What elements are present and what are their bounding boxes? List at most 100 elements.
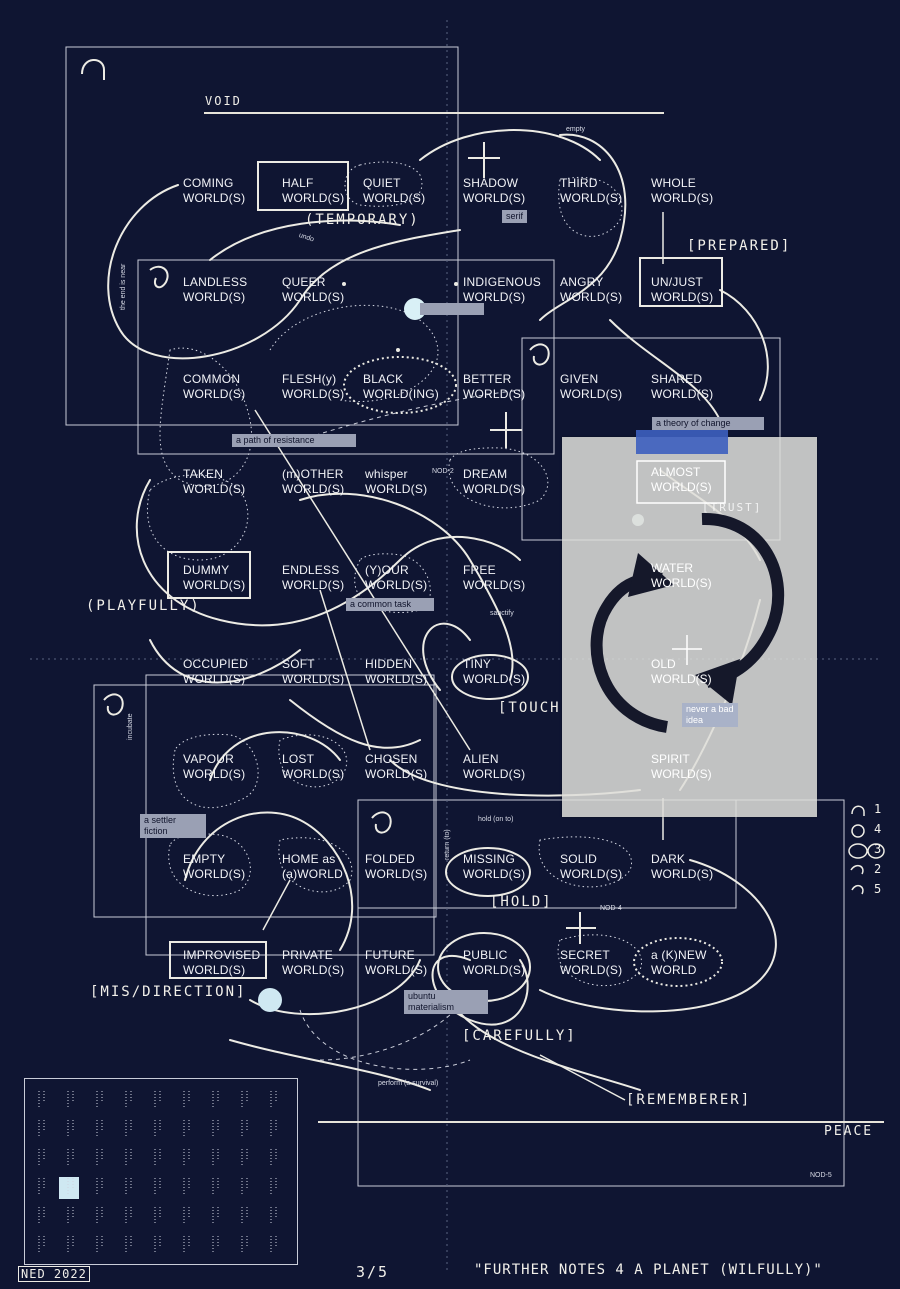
world-line2: WORLD(S)	[282, 578, 345, 592]
world-line1: OLD	[651, 657, 676, 671]
world-line1: HIDDEN	[365, 657, 413, 671]
world-line1: TINY	[463, 657, 492, 671]
world-line1: WATER	[651, 561, 693, 575]
world-line2: WORLD(S)	[282, 963, 345, 977]
world-line2: WORLD(S)	[560, 963, 623, 977]
world-line1: ANGRY	[560, 275, 604, 289]
world-line2: (a)WORLD	[282, 867, 343, 881]
world-line1: SHADOW	[463, 176, 519, 190]
world-line2: WORLD(S)	[651, 767, 712, 781]
world-line2: WORLD(S)	[282, 482, 345, 496]
note-incubate: incubate	[127, 713, 134, 740]
world-line2: WORLD(S)	[560, 290, 623, 304]
world-line1: CHOSEN	[365, 752, 418, 766]
world-line1: SPIRIT	[651, 752, 690, 766]
hand-playfully: (PLAYFULLY)	[86, 598, 201, 614]
world-line1: FREE	[463, 563, 496, 577]
world-line2: WORLD(S)	[282, 387, 345, 401]
world-line1: FUTURE	[365, 948, 415, 962]
world-line1: EMPTY	[183, 852, 226, 866]
signature: NED 2022	[18, 1266, 90, 1282]
planet-dot-2	[258, 988, 282, 1012]
world-line2: WORLD(S)	[365, 578, 428, 592]
note-nod2: NOD-2	[432, 468, 454, 475]
world-line2: WORLD(S)	[365, 767, 428, 781]
world-line1: THIRD	[560, 176, 598, 190]
world-line1: COMING	[183, 176, 234, 190]
world-line1: SECRET	[560, 948, 610, 962]
note-nod4: NOD-4	[600, 905, 622, 912]
artwork-title: "FURTHER NOTES 4 A PLANET (WILFULLY)"	[474, 1262, 823, 1278]
legend-number: 2	[874, 862, 884, 876]
world-line2: WORLD(S)	[463, 482, 526, 496]
world-line1: whisper	[365, 467, 408, 481]
world-line2: WORLD(S)	[183, 867, 246, 881]
note-nod5: NOD-5	[810, 1172, 832, 1179]
hand-trust: [TRUST]	[702, 501, 763, 514]
cycle-arrows-icon	[590, 460, 785, 733]
legend-icons	[848, 805, 885, 895]
world-line2: WORLD(S)	[282, 672, 345, 686]
world-line2: WORLD(S)	[183, 387, 246, 401]
world-line2: WORLD(S)	[651, 672, 712, 686]
world-line1: (Y)OUR	[365, 563, 409, 577]
world-line1: SOFT	[282, 657, 315, 671]
tag-never: never a bad idea	[682, 703, 738, 727]
world-line1: TAKEN	[183, 467, 224, 481]
hand-carefully: [CAREFULLY]	[462, 1028, 577, 1044]
world-label-flesh: FLESH(y)WORLD(S)	[282, 372, 344, 402]
world-line2: WORLD(S)	[560, 387, 623, 401]
world-line2: WORLD(S)	[363, 191, 426, 205]
world-line1: DARK	[651, 852, 686, 866]
world-line2: WORLD(S)	[183, 963, 246, 977]
hand-temporary: (TEMPORARY)	[305, 212, 420, 228]
grid-notations	[38, 1091, 277, 1252]
world-line2: WORLD(S)	[183, 191, 246, 205]
world-line1: PRIVATE	[282, 948, 333, 962]
world-line2: WORLD(S)	[651, 576, 712, 590]
world-line2: WORLD(S)	[365, 963, 428, 977]
world-line1: FLESH(y)	[282, 372, 337, 386]
world-line1: HOME as	[282, 852, 336, 866]
note-empty: empty	[566, 126, 586, 133]
frame-nod-4	[357, 799, 737, 909]
world-line2: WORLD(S)	[365, 672, 428, 686]
note-sanctify: sanctify	[490, 610, 514, 617]
world-line2: WORLD(S)	[651, 191, 714, 205]
world-line1: LOST	[282, 752, 315, 766]
